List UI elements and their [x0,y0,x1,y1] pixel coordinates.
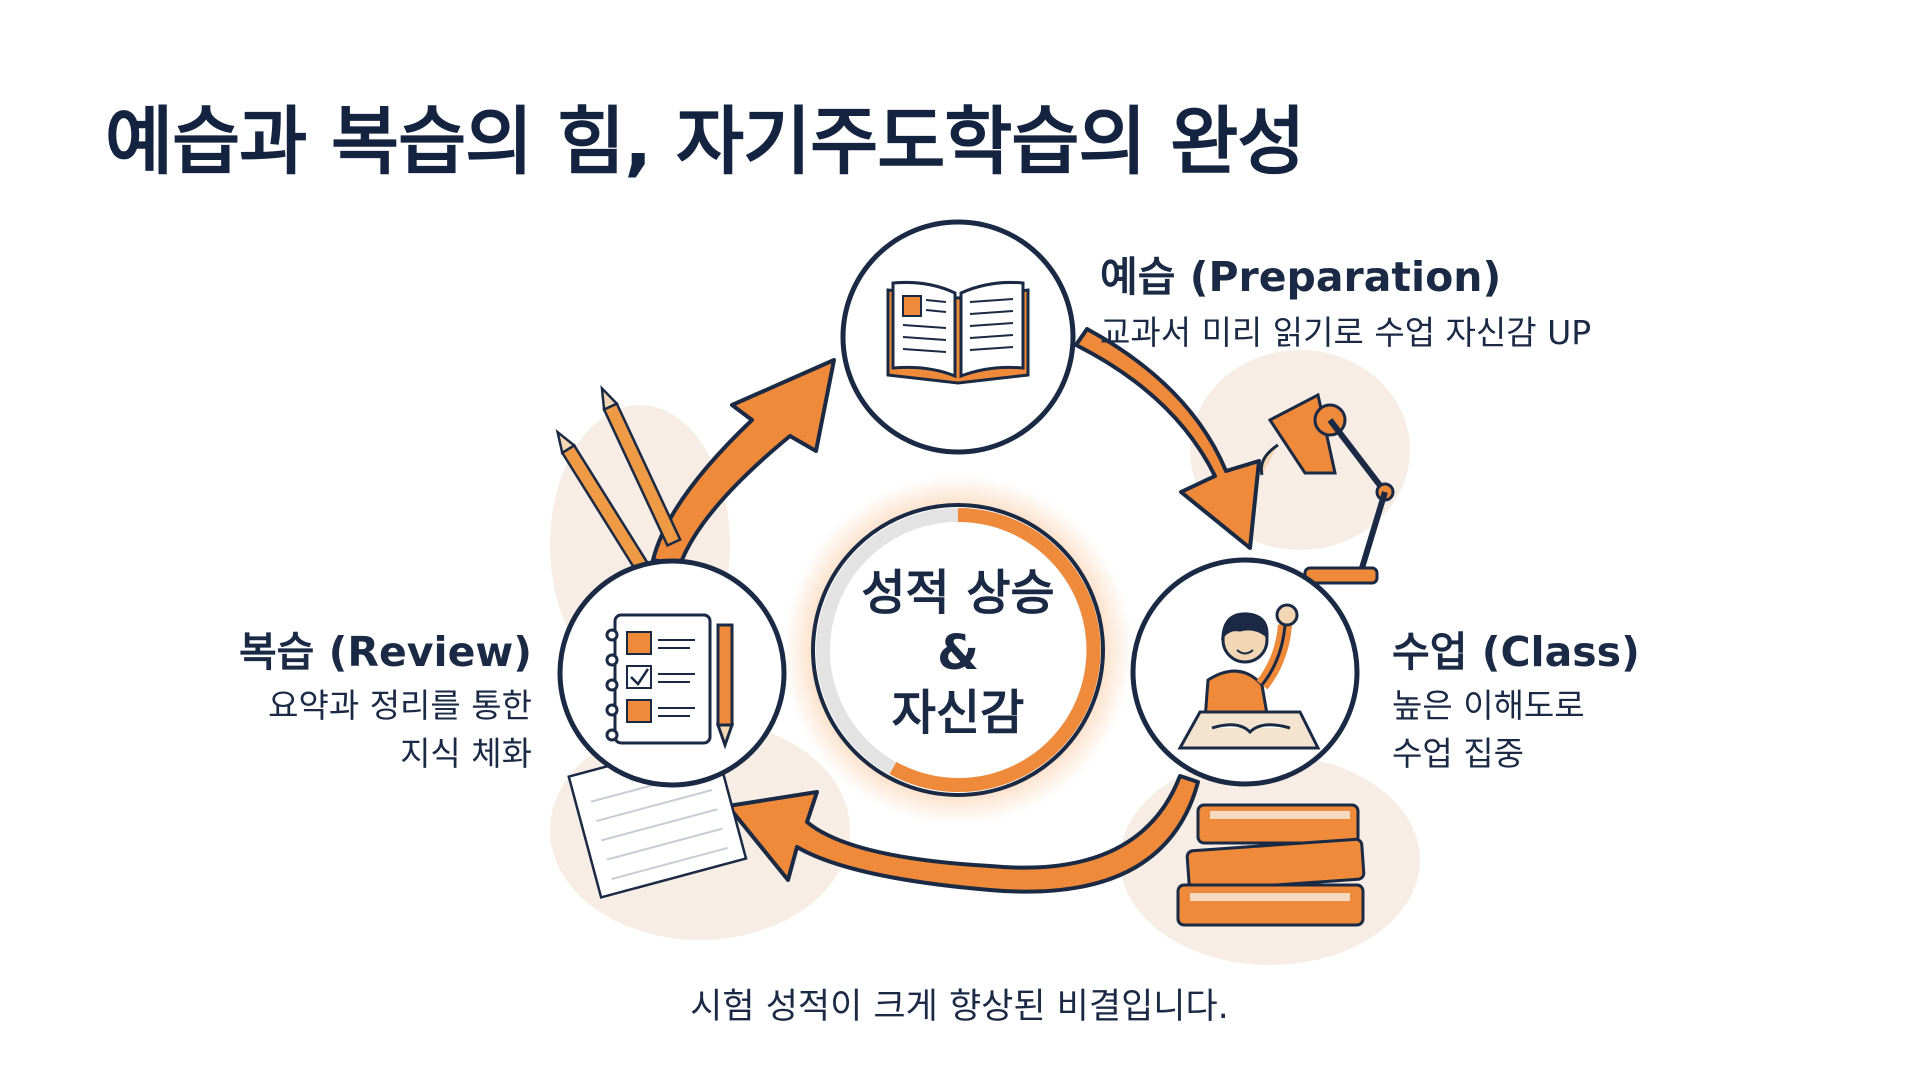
review-label: 복습 (Review) 요약과 정리를 통한 지식 체화 [239,618,532,778]
cycle-arrows [651,327,1261,894]
desk-lamp-icon [1259,392,1395,585]
student-raising-hand-icon [1177,603,1321,750]
center-line-3: 자신감 [891,685,1025,741]
book-stack-icon [1176,803,1366,927]
center-label: 성적 상승 & 자신감 [808,563,1108,743]
node-review [557,558,787,788]
arrow-review-to-prep [651,358,836,567]
preparation-desc: 교과서 미리 읽기로 수업 자신감 UP [1100,313,1592,352]
class-label: 수업 (Class) 높은 이해도로 수업 집중 [1392,618,1640,778]
checklist-notebook-icon [605,613,735,750]
page-title: 예습과 복습의 힘, 자기주도학습의 완성 [105,99,1305,185]
node-class [1130,557,1360,787]
arrow-class-to-review [726,774,1200,894]
open-book-icon [886,280,1030,385]
arrow-prep-to-class [1074,327,1261,550]
center-line-2: & [937,625,979,681]
footer-caption: 시험 성적이 크게 향상된 비결입니다. [690,987,1229,1027]
class-desc-line-1: 높은 이해도로 [1392,686,1585,725]
node-preparation [840,219,1076,455]
preparation-title: 예습 (Preparation) [1100,253,1502,301]
preparation-label: 예습 (Preparation) 교과서 미리 읽기로 수업 자신감 UP [1100,243,1591,357]
review-title: 복습 (Review) [238,628,532,676]
class-title: 수업 (Class) [1392,628,1640,676]
center-ring [783,475,1133,825]
pencils-decoration [555,385,682,582]
review-desc-line-2: 지식 체화 [400,734,532,773]
review-desc-line-1: 요약과 정리를 통한 [268,686,532,725]
center-line-1: 성적 상승 [861,565,1055,621]
class-desc-line-2: 수업 집중 [1392,734,1524,773]
